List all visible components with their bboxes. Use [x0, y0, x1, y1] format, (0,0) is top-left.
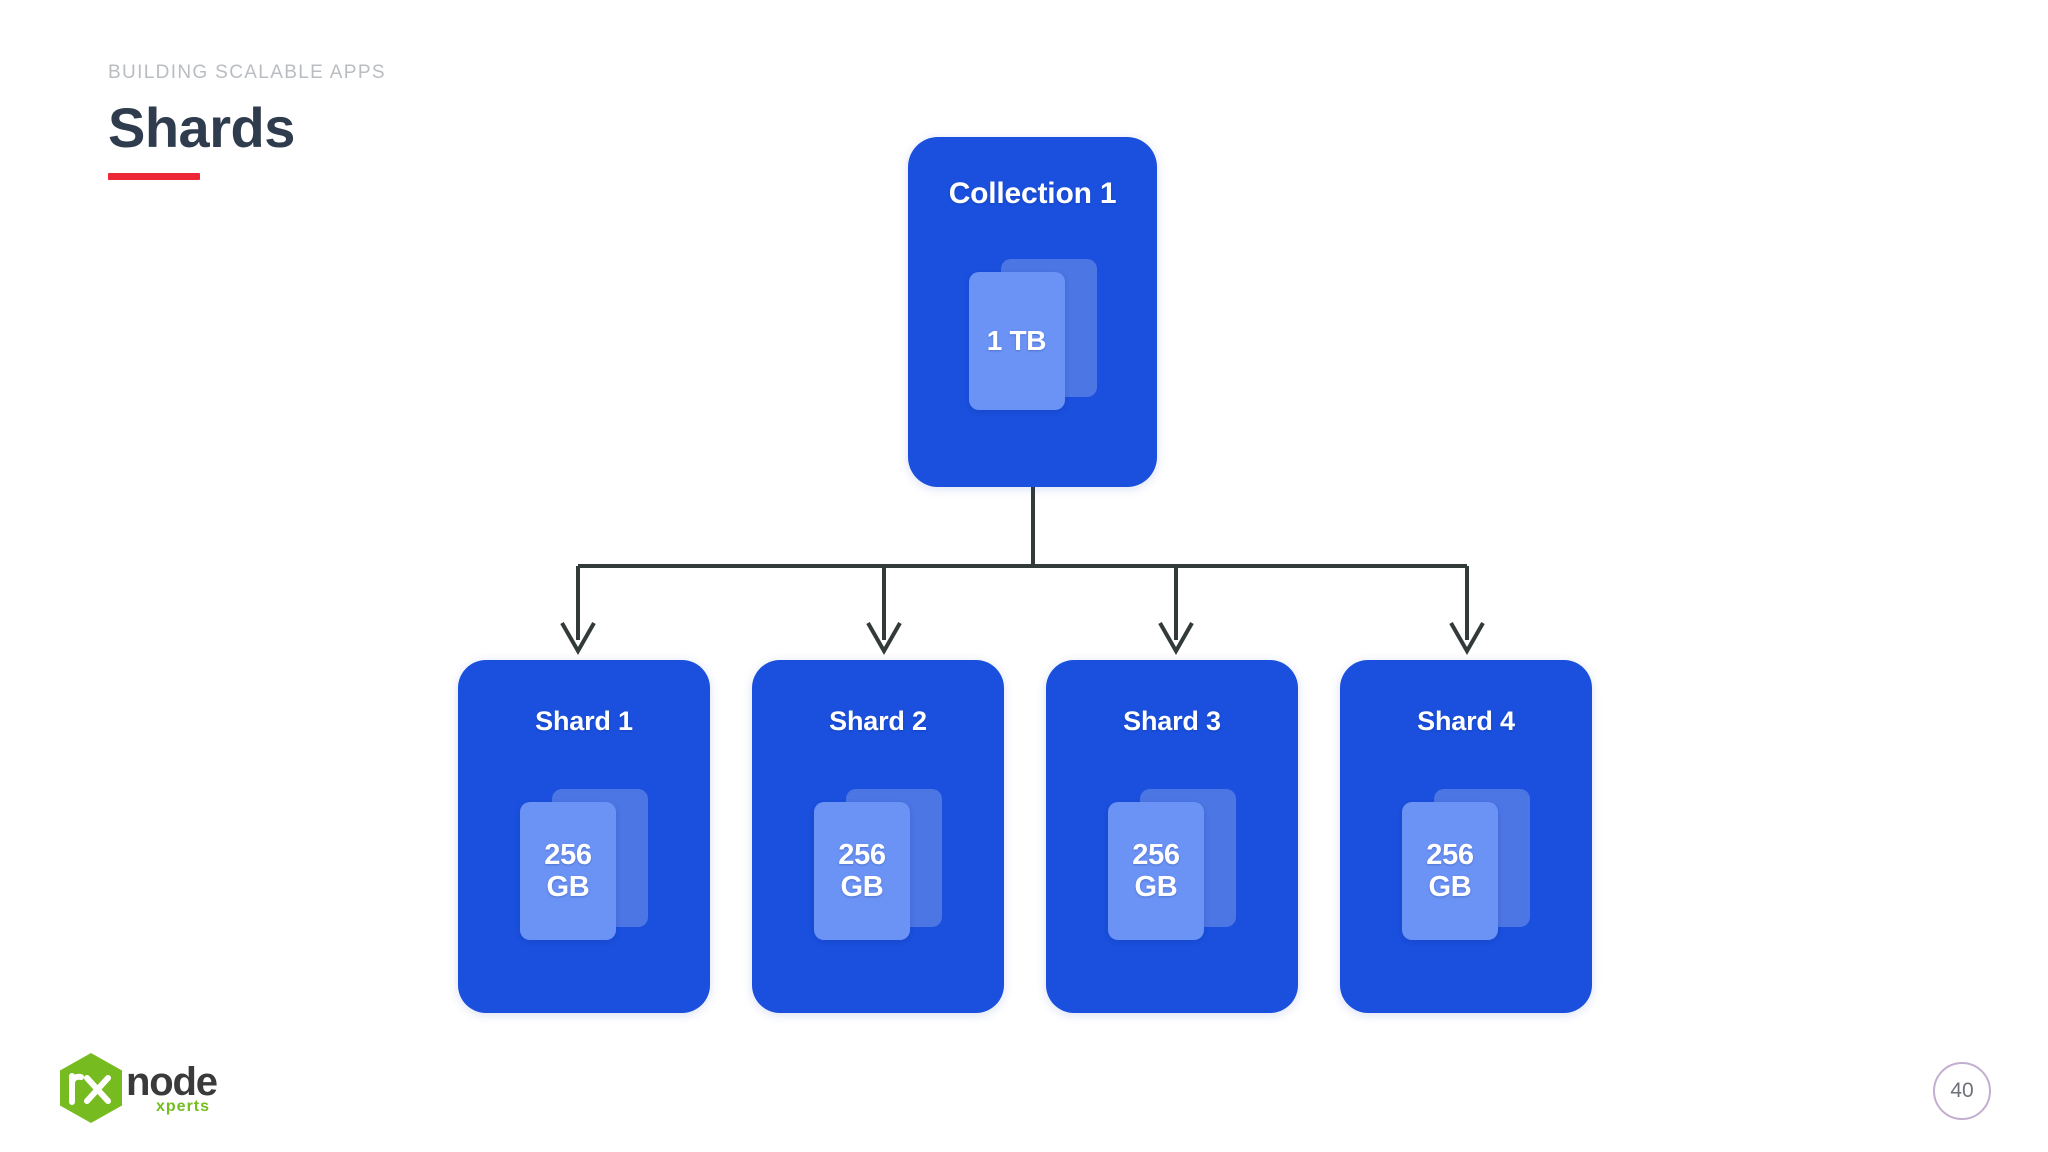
arrowhead-icon-3 [1158, 622, 1194, 656]
collection-size-value: 1 TB [986, 325, 1047, 357]
eyebrow-text: BUILDING SCALABLE APPS [108, 62, 386, 83]
document-stack-icon: 256 GB [1402, 789, 1530, 940]
page-title: Shards [108, 96, 295, 159]
page-number-badge: 40 [1933, 1062, 1991, 1120]
shard-size-value: 256 GB [838, 838, 886, 903]
shard-node-card[interactable]: Shard 1 256 GB [458, 660, 710, 1013]
shard-size-value: 256 GB [544, 838, 592, 903]
shard-size-value: 256 GB [1426, 838, 1474, 903]
shard-node-label: Shard 4 [1417, 706, 1515, 736]
document-stack-icon: 256 GB [1108, 789, 1236, 940]
logo-wordmark: node xperts [126, 1059, 218, 1115]
document-sheet-front: 256 GB [1402, 802, 1498, 940]
nodexperts-hexagon-icon [58, 1052, 124, 1124]
arrowhead-icon-1 [560, 622, 596, 656]
collection-node-card[interactable]: Collection 1 1 TB [908, 137, 1157, 487]
shard-node-card[interactable]: Shard 2 256 GB [752, 660, 1004, 1013]
document-sheet-front: 256 GB [1108, 802, 1204, 940]
shard-size-value: 256 GB [1132, 838, 1180, 903]
shard-node-label: Shard 1 [535, 706, 633, 736]
document-stack-icon: 256 GB [520, 789, 648, 940]
shard-node-card[interactable]: Shard 4 256 GB [1340, 660, 1592, 1013]
arrowhead-icon-4 [1449, 622, 1485, 656]
logo-secondary-text: xperts [156, 1097, 211, 1115]
logo-primary-text: node [126, 1059, 218, 1104]
collection-node-label: Collection 1 [948, 177, 1117, 210]
title-accent-rule [108, 173, 200, 180]
brand-logo: node xperts [58, 1052, 218, 1124]
shard-node-label: Shard 2 [829, 706, 927, 736]
arrowhead-icon-2 [866, 622, 902, 656]
slide-header: BUILDING SCALABLE APPS Shards [108, 62, 386, 180]
document-sheet-front: 256 GB [814, 802, 910, 940]
document-stack-icon: 1 TB [968, 259, 1097, 410]
shard-node-label: Shard 3 [1123, 706, 1221, 736]
document-sheet-front: 256 GB [520, 802, 616, 940]
document-stack-icon: 256 GB [814, 789, 942, 940]
shard-node-card[interactable]: Shard 3 256 GB [1046, 660, 1298, 1013]
document-sheet-front: 1 TB [968, 272, 1065, 410]
